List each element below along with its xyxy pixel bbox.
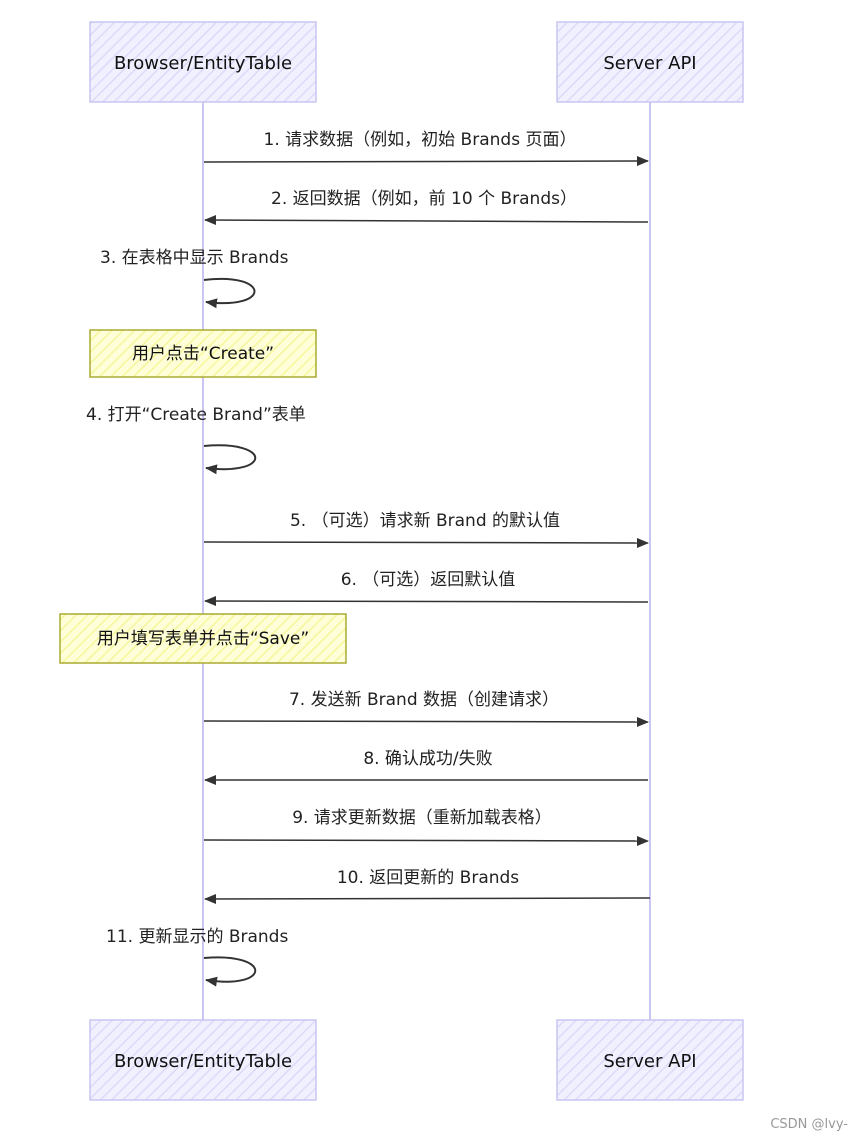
message-5-label: 5. （可选）请求新 Brand 的默认值 bbox=[290, 511, 560, 531]
message-7-label: 7. 发送新 Brand 数据（创建请求） bbox=[289, 690, 559, 710]
note-user-fill-form-save: 用户填写表单并点击“Save” bbox=[59, 613, 347, 664]
message-9-label: 9. 请求更新数据（重新加载表格） bbox=[292, 808, 552, 828]
message-11-loop bbox=[203, 956, 257, 987]
note-user-click-create: 用户点击“Create” bbox=[89, 329, 317, 378]
message-3-label: 3. 在表格中显示 Brands bbox=[100, 248, 289, 268]
message-2-label: 2. 返回数据（例如，前 10 个 Brands） bbox=[271, 189, 577, 209]
message-10-arrow bbox=[204, 893, 651, 904]
message-4-loop bbox=[203, 444, 257, 475]
note-1-label: 用户点击“Create” bbox=[132, 344, 274, 364]
message-6-arrow bbox=[204, 596, 649, 607]
message-7-arrow bbox=[203, 716, 649, 727]
actor-browser-bottom: Browser/EntityTable bbox=[89, 1019, 317, 1101]
message-6-label: 6. （可选）返回默认值 bbox=[341, 570, 516, 590]
message-1-arrow bbox=[203, 156, 649, 167]
message-8-label: 8. 确认成功/失败 bbox=[363, 749, 492, 769]
message-2-arrow bbox=[204, 215, 649, 226]
message-1-label: 1. 请求数据（例如，初始 Brands 页面） bbox=[264, 130, 577, 150]
message-11-label: 11. 更新显示的 Brands bbox=[106, 927, 288, 947]
message-5-arrow bbox=[203, 537, 649, 548]
actor-browser-bottom-label: Browser/EntityTable bbox=[114, 1051, 292, 1072]
message-3-loop bbox=[203, 277, 256, 309]
message-9-arrow bbox=[203, 835, 649, 846]
actor-browser-top: Browser/EntityTable bbox=[89, 21, 317, 103]
watermark: CSDN @lvy- bbox=[770, 1117, 848, 1132]
actor-browser-label: Browser/EntityTable bbox=[114, 53, 292, 74]
note-2-label: 用户填写表单并点击“Save” bbox=[97, 629, 309, 649]
message-10-label: 10. 返回更新的 Brands bbox=[337, 868, 519, 888]
actor-server-bottom-label: Server API bbox=[603, 1051, 696, 1072]
actor-server-top: Server API bbox=[556, 21, 744, 103]
actor-server-bottom: Server API bbox=[556, 1019, 744, 1101]
actor-server-label: Server API bbox=[603, 53, 696, 74]
message-4-label: 4. 打开“Create Brand”表单 bbox=[86, 405, 306, 425]
